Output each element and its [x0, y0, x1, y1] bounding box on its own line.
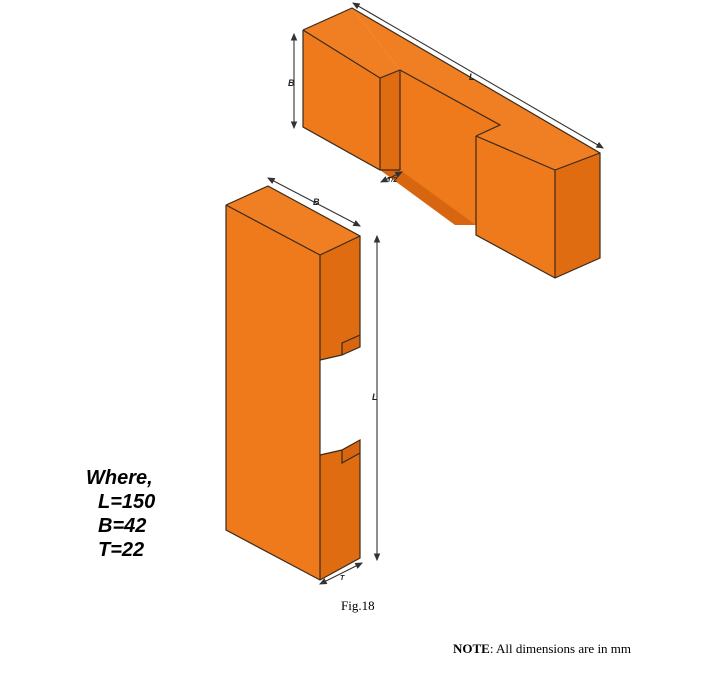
dim-label-vertical-breadth: B [313, 197, 320, 207]
dim-line-top-length [352, 2, 604, 149]
dim-line-vertical-thickness [319, 562, 363, 585]
dim-label-vertical-length: L [372, 392, 378, 402]
vertical-member-side-lower [320, 450, 360, 580]
horizontal-member-right-front [476, 136, 555, 278]
horizontal-member-notch-floor [380, 170, 476, 225]
vertical-member-side-upper [320, 236, 360, 360]
vertical-member-front [226, 205, 320, 580]
dim-line-vertical-breadth [267, 177, 361, 227]
note-body: : All dimensions are in mm [489, 641, 632, 656]
horizontal-dimensions: B L T/2 [288, 2, 604, 184]
horizontal-member-left-side [380, 70, 400, 170]
where-heading: Where, [86, 467, 153, 489]
figure-caption: Fig.18 [341, 598, 375, 613]
dim-line-top-notch [380, 171, 403, 183]
where-values-block: Where, L=150 B=42 T=22 [86, 466, 155, 562]
note-text: NOTE: All dimensions are in mm [453, 641, 631, 657]
dim-label-top-length: L [469, 72, 475, 82]
vertical-dimensions: B L T [267, 177, 381, 585]
note-key: NOTE [453, 641, 490, 656]
where-t-value: T=22 [98, 539, 145, 561]
dim-label-top-breadth: B [288, 78, 295, 88]
dim-label-vertical-thickness: T [340, 575, 345, 582]
dim-label-top-notch: T/2 [387, 177, 397, 184]
vertical-member-notch [342, 335, 360, 355]
vertical-member [225, 185, 361, 581]
vertical-member-notch-ledge [342, 440, 360, 463]
horizontal-member-right-end [555, 153, 600, 278]
where-b-value: B=42 [98, 515, 147, 537]
where-l-value: L=150 [98, 491, 156, 513]
